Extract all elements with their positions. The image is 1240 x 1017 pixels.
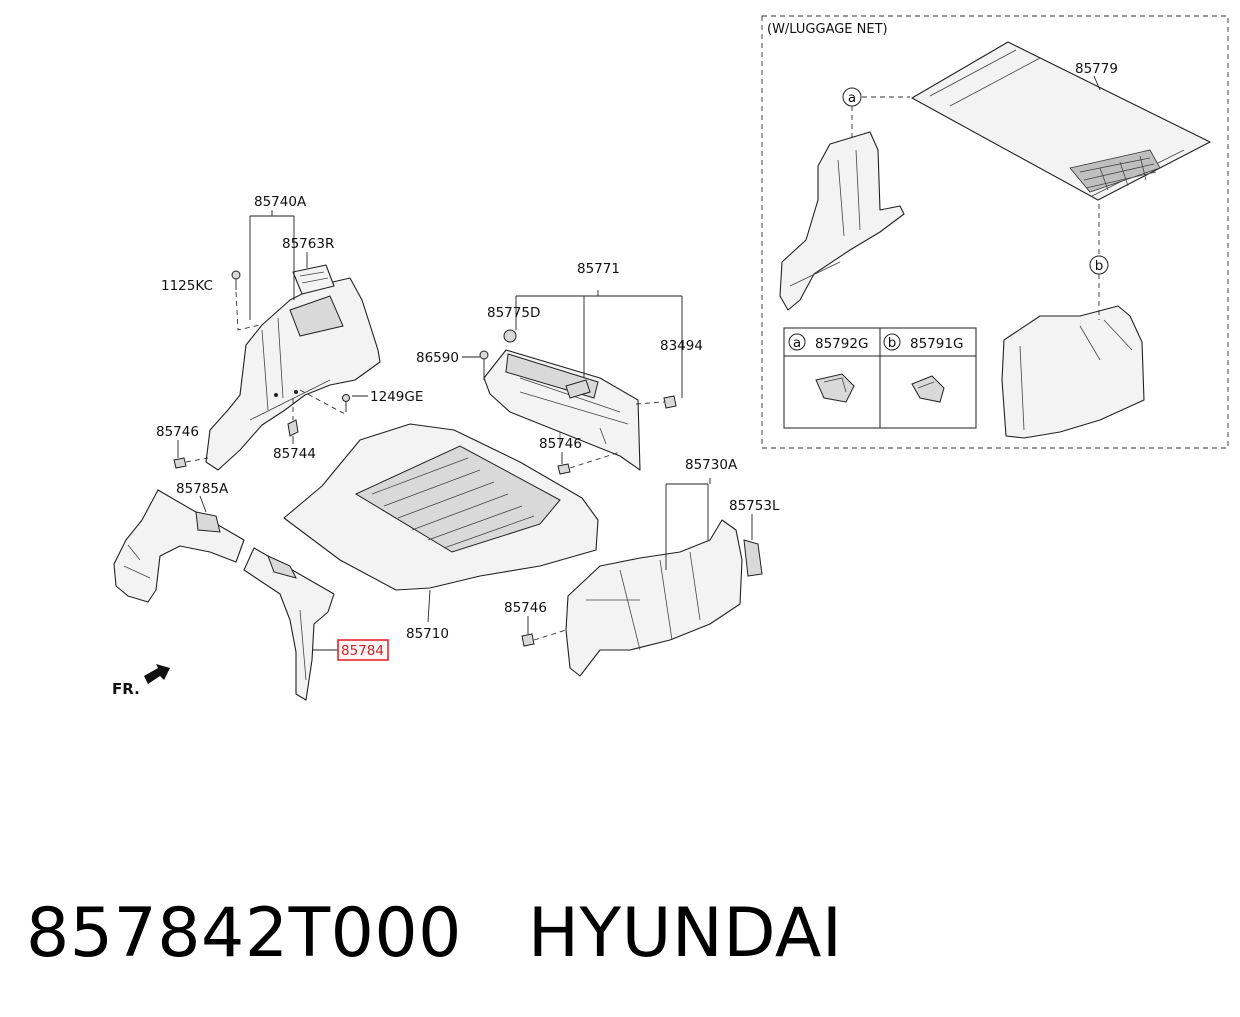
luggage-net-85779	[911, 41, 1211, 201]
callout-85753l: 85753L	[729, 498, 780, 514]
brand-name: HYUNDAI	[527, 893, 843, 973]
part-caption: 857842T000 HYUNDAI	[26, 888, 842, 978]
callout-85785a: 85785A	[176, 481, 229, 497]
svg-text:b: b	[1095, 258, 1104, 274]
luggage-floor-covering-85710	[283, 423, 599, 591]
legend-part-85792g: 85792G	[815, 336, 868, 352]
inset-clip-legend: a 85792G b 85791G	[783, 327, 977, 429]
callout-85763r: 85763R	[282, 236, 334, 252]
svg-text:a: a	[793, 335, 801, 351]
legend-marker-b-icon: b	[883, 333, 901, 351]
callout-85746-right: 85746	[504, 600, 547, 616]
front-arrow-icon	[144, 664, 170, 684]
callout-85744: 85744	[273, 446, 316, 462]
callout-85746-left: 85746	[156, 424, 199, 440]
highlighted-part-label: 85784	[341, 643, 384, 659]
clip-85746-left	[173, 440, 209, 469]
inset-title: (W/LUGGAGE NET)	[767, 22, 888, 37]
callout-83494: 83494	[660, 338, 703, 354]
part-number: 857842T000	[26, 893, 462, 973]
clip-85746-right	[521, 616, 567, 647]
callout-85784-highlighted[interactable]: 85784	[337, 639, 389, 661]
svg-text:a: a	[848, 90, 856, 106]
clip-85746-center	[557, 451, 621, 475]
clip-85791g-icon	[911, 375, 945, 403]
clip-85792g-icon	[815, 373, 855, 403]
callout-85746-center: 85746	[539, 436, 582, 452]
bolt-1125kc	[231, 270, 261, 331]
bolt-86590	[462, 350, 489, 380]
clip-85744	[287, 398, 299, 444]
callout-85771: 85771	[577, 261, 620, 277]
callout-1249ge: 1249GE	[370, 389, 423, 405]
callout-85775d: 85775D	[487, 305, 540, 321]
callout-1125kc: 1125KC	[161, 278, 213, 294]
pillar-trim-85784-highlighted	[243, 547, 335, 701]
front-direction-label: FR.	[112, 680, 140, 698]
rear-transverse-trim-85771	[483, 329, 641, 471]
legend-marker-a-icon: a	[788, 333, 806, 351]
legend-part-85791g: 85791G	[910, 336, 963, 352]
callout-85740a: 85740A	[254, 194, 307, 210]
quarter-trim-upper-left	[205, 264, 381, 471]
marker-b-icon: b	[1089, 255, 1109, 275]
quarter-trim-right-85730a	[565, 519, 763, 677]
pillar-trim-85785a	[113, 489, 245, 603]
callout-85730a: 85730A	[685, 457, 738, 473]
callout-85779: 85779	[1075, 61, 1118, 77]
marker-a-icon: a	[842, 87, 862, 107]
svg-text:b: b	[888, 335, 897, 351]
inset-quarter-trim-left	[779, 131, 905, 311]
screw-1249ge	[299, 389, 368, 415]
luggage-net-inset-frame	[761, 15, 1229, 449]
clip-83494	[635, 395, 677, 409]
callout-86590: 86590	[416, 350, 459, 366]
callout-85710: 85710	[406, 626, 449, 642]
inset-quarter-trim-right	[1001, 305, 1145, 439]
